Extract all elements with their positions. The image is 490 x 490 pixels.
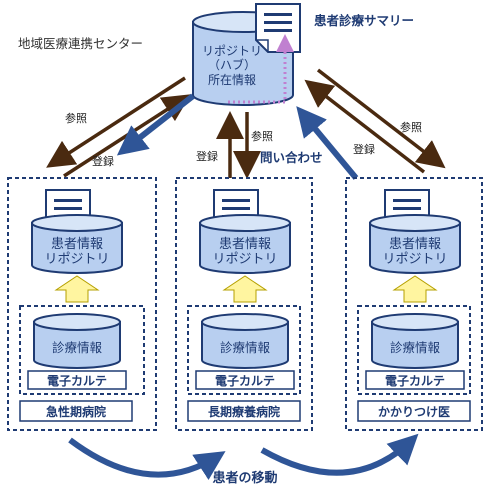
summary-document-icon [255, 3, 301, 53]
patient-repository-line-1: 患者情報 [219, 237, 271, 252]
upload-arrow-icon [54, 275, 100, 303]
facility-name: かかりつけ医 [378, 405, 450, 419]
left-reg-label: 登録 [92, 154, 114, 168]
patient-repository-line-1: 患者情報 [51, 237, 103, 252]
patient-repository-line-1: 患者情報 [389, 237, 441, 252]
left-ref-label: 参照 [65, 111, 87, 125]
mid-reg-label: 登録 [196, 149, 218, 163]
upload-arrow-icon [222, 275, 268, 303]
patient-repository: 患者情報 リポジトリ [369, 214, 461, 274]
summary-label: 患者診療サマリー [314, 13, 414, 28]
patient-repository-line-2: リポジトリ [212, 252, 277, 267]
upload-arrow-icon [392, 275, 438, 303]
patient-repository-line-2: リポジトリ [382, 252, 447, 267]
facility-name: 長期療養病院 [208, 404, 280, 419]
center-label: 地域医療連携センター [18, 36, 143, 51]
facility-family-doctor: 患者情報 リポジトリ 診療情報 電子カルテ かかりつけ医 [345, 177, 483, 431]
facility-name: 急性期病院 [46, 404, 106, 419]
emr-label: 電子カルテ [215, 374, 275, 388]
clinical-info-label: 診療情報 [390, 340, 441, 355]
patient-move-arrow-1 [68, 437, 226, 480]
left-ref-arrow [46, 76, 186, 168]
clinical-info-db: 診療情報 [201, 313, 289, 369]
left-blue-arrow [116, 93, 195, 156]
inquiry-label: 問い合わせ [260, 150, 323, 165]
patient-move-label: 患者の移動 [212, 470, 277, 486]
facility-long-term-hospital: 患者情報 リポジトリ 診療情報 電子カルテ 長期療養病院 [175, 177, 313, 431]
patient-repository-line-2: リポジトリ [44, 252, 109, 267]
patient-repository: 患者情報 リポジトリ [199, 214, 291, 274]
clinical-info-label: 診療情報 [52, 340, 103, 355]
right-reg-label: 登録 [353, 142, 375, 156]
clinical-info-label: 診療情報 [220, 340, 271, 355]
left-reg-arrow [63, 94, 191, 178]
right-ref-arrow [316, 68, 446, 169]
patient-move-arrow-2 [260, 433, 419, 476]
right-blue-arrow [296, 106, 359, 180]
right-ref-label: 参照 [400, 120, 422, 134]
emr-label: 電子カルテ [385, 374, 445, 388]
hub-label-line-2: （ハブ） [208, 57, 256, 72]
summary-flow-path [228, 34, 294, 104]
emr-label: 電子カルテ [47, 374, 107, 388]
hub-label-line-3: 所在情報 [208, 73, 256, 87]
clinical-info-db: 診療情報 [33, 313, 121, 369]
facility-acute-hospital: 患者情報 リポジトリ 診療情報 電子カルテ 急性期病院 [7, 177, 157, 431]
hub-label-line-1: リポジトリ [202, 44, 262, 58]
clinical-info-db: 診療情報 [371, 313, 459, 369]
patient-repository: 患者情報 リポジトリ [31, 214, 123, 274]
mid-ref-label: 参照 [251, 129, 273, 143]
right-reg-arrow [304, 79, 426, 174]
